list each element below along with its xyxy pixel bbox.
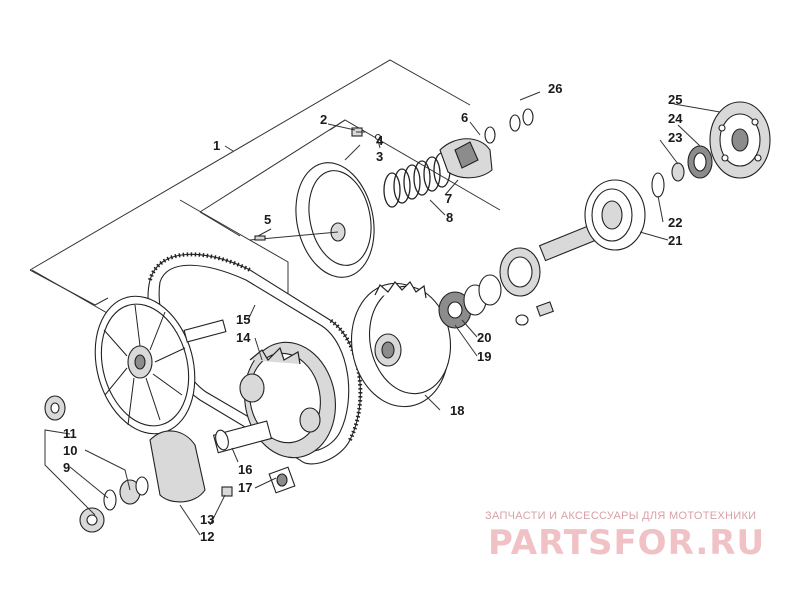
callout-7: 7 [445, 191, 452, 206]
bearing-stack [438, 247, 541, 329]
callout-17: 17 [238, 480, 252, 495]
callout-15: 15 [236, 312, 250, 327]
driven-sheave-outer [94, 295, 227, 435]
callout-26: 26 [548, 81, 562, 96]
callout-20: 20 [477, 330, 491, 345]
cam-spider [439, 108, 534, 179]
callout-5: 5 [264, 212, 271, 227]
bolt-and-washer [515, 301, 554, 326]
callout-1: 1 [213, 138, 220, 153]
callout-24: 24 [668, 111, 683, 126]
leader-lines [44, 91, 721, 536]
callout-labels: 1 2 3 4 5 6 7 8 9 10 11 12 13 14 15 16 1… [63, 81, 683, 544]
callout-10: 10 [63, 443, 77, 458]
lower-left-parts [44, 395, 296, 533]
callout-18: 18 [450, 403, 464, 418]
callout-19: 19 [477, 349, 491, 364]
one-way-clutch [709, 101, 771, 179]
clip-and-bearing [651, 145, 713, 198]
callout-2: 2 [320, 112, 327, 127]
callout-13: 13 [200, 512, 214, 527]
movable-sheave [249, 162, 375, 278]
callout-25: 25 [668, 92, 682, 107]
clutch-spring [383, 152, 451, 208]
callout-3: 3 [376, 149, 383, 164]
callout-16: 16 [238, 462, 252, 477]
driven-clutch-assembly [212, 341, 336, 459]
watermark: ЗАПЧАСТИ И АКСЕССУАРЫ ДЛЯ МОТОТЕХНИКИ PA… [485, 510, 765, 563]
callout-9: 9 [63, 460, 70, 475]
callout-12: 12 [200, 529, 214, 544]
callout-6: 6 [461, 110, 468, 125]
callout-11: 11 [63, 426, 77, 441]
callout-14: 14 [236, 330, 251, 345]
callout-23: 23 [668, 130, 682, 145]
callout-8: 8 [446, 210, 453, 225]
drive-clutch-sheave [350, 281, 452, 408]
callout-21: 21 [668, 233, 682, 248]
callout-22: 22 [668, 215, 682, 230]
watermark-brand: PARTSFOR.RU [488, 523, 765, 563]
callout-4: 4 [376, 133, 384, 148]
watermark-tagline: ЗАПЧАСТИ И АКСЕССУАРЫ ДЛЯ МОТОТЕХНИКИ [485, 510, 756, 522]
clutch-shaft [538, 179, 646, 262]
